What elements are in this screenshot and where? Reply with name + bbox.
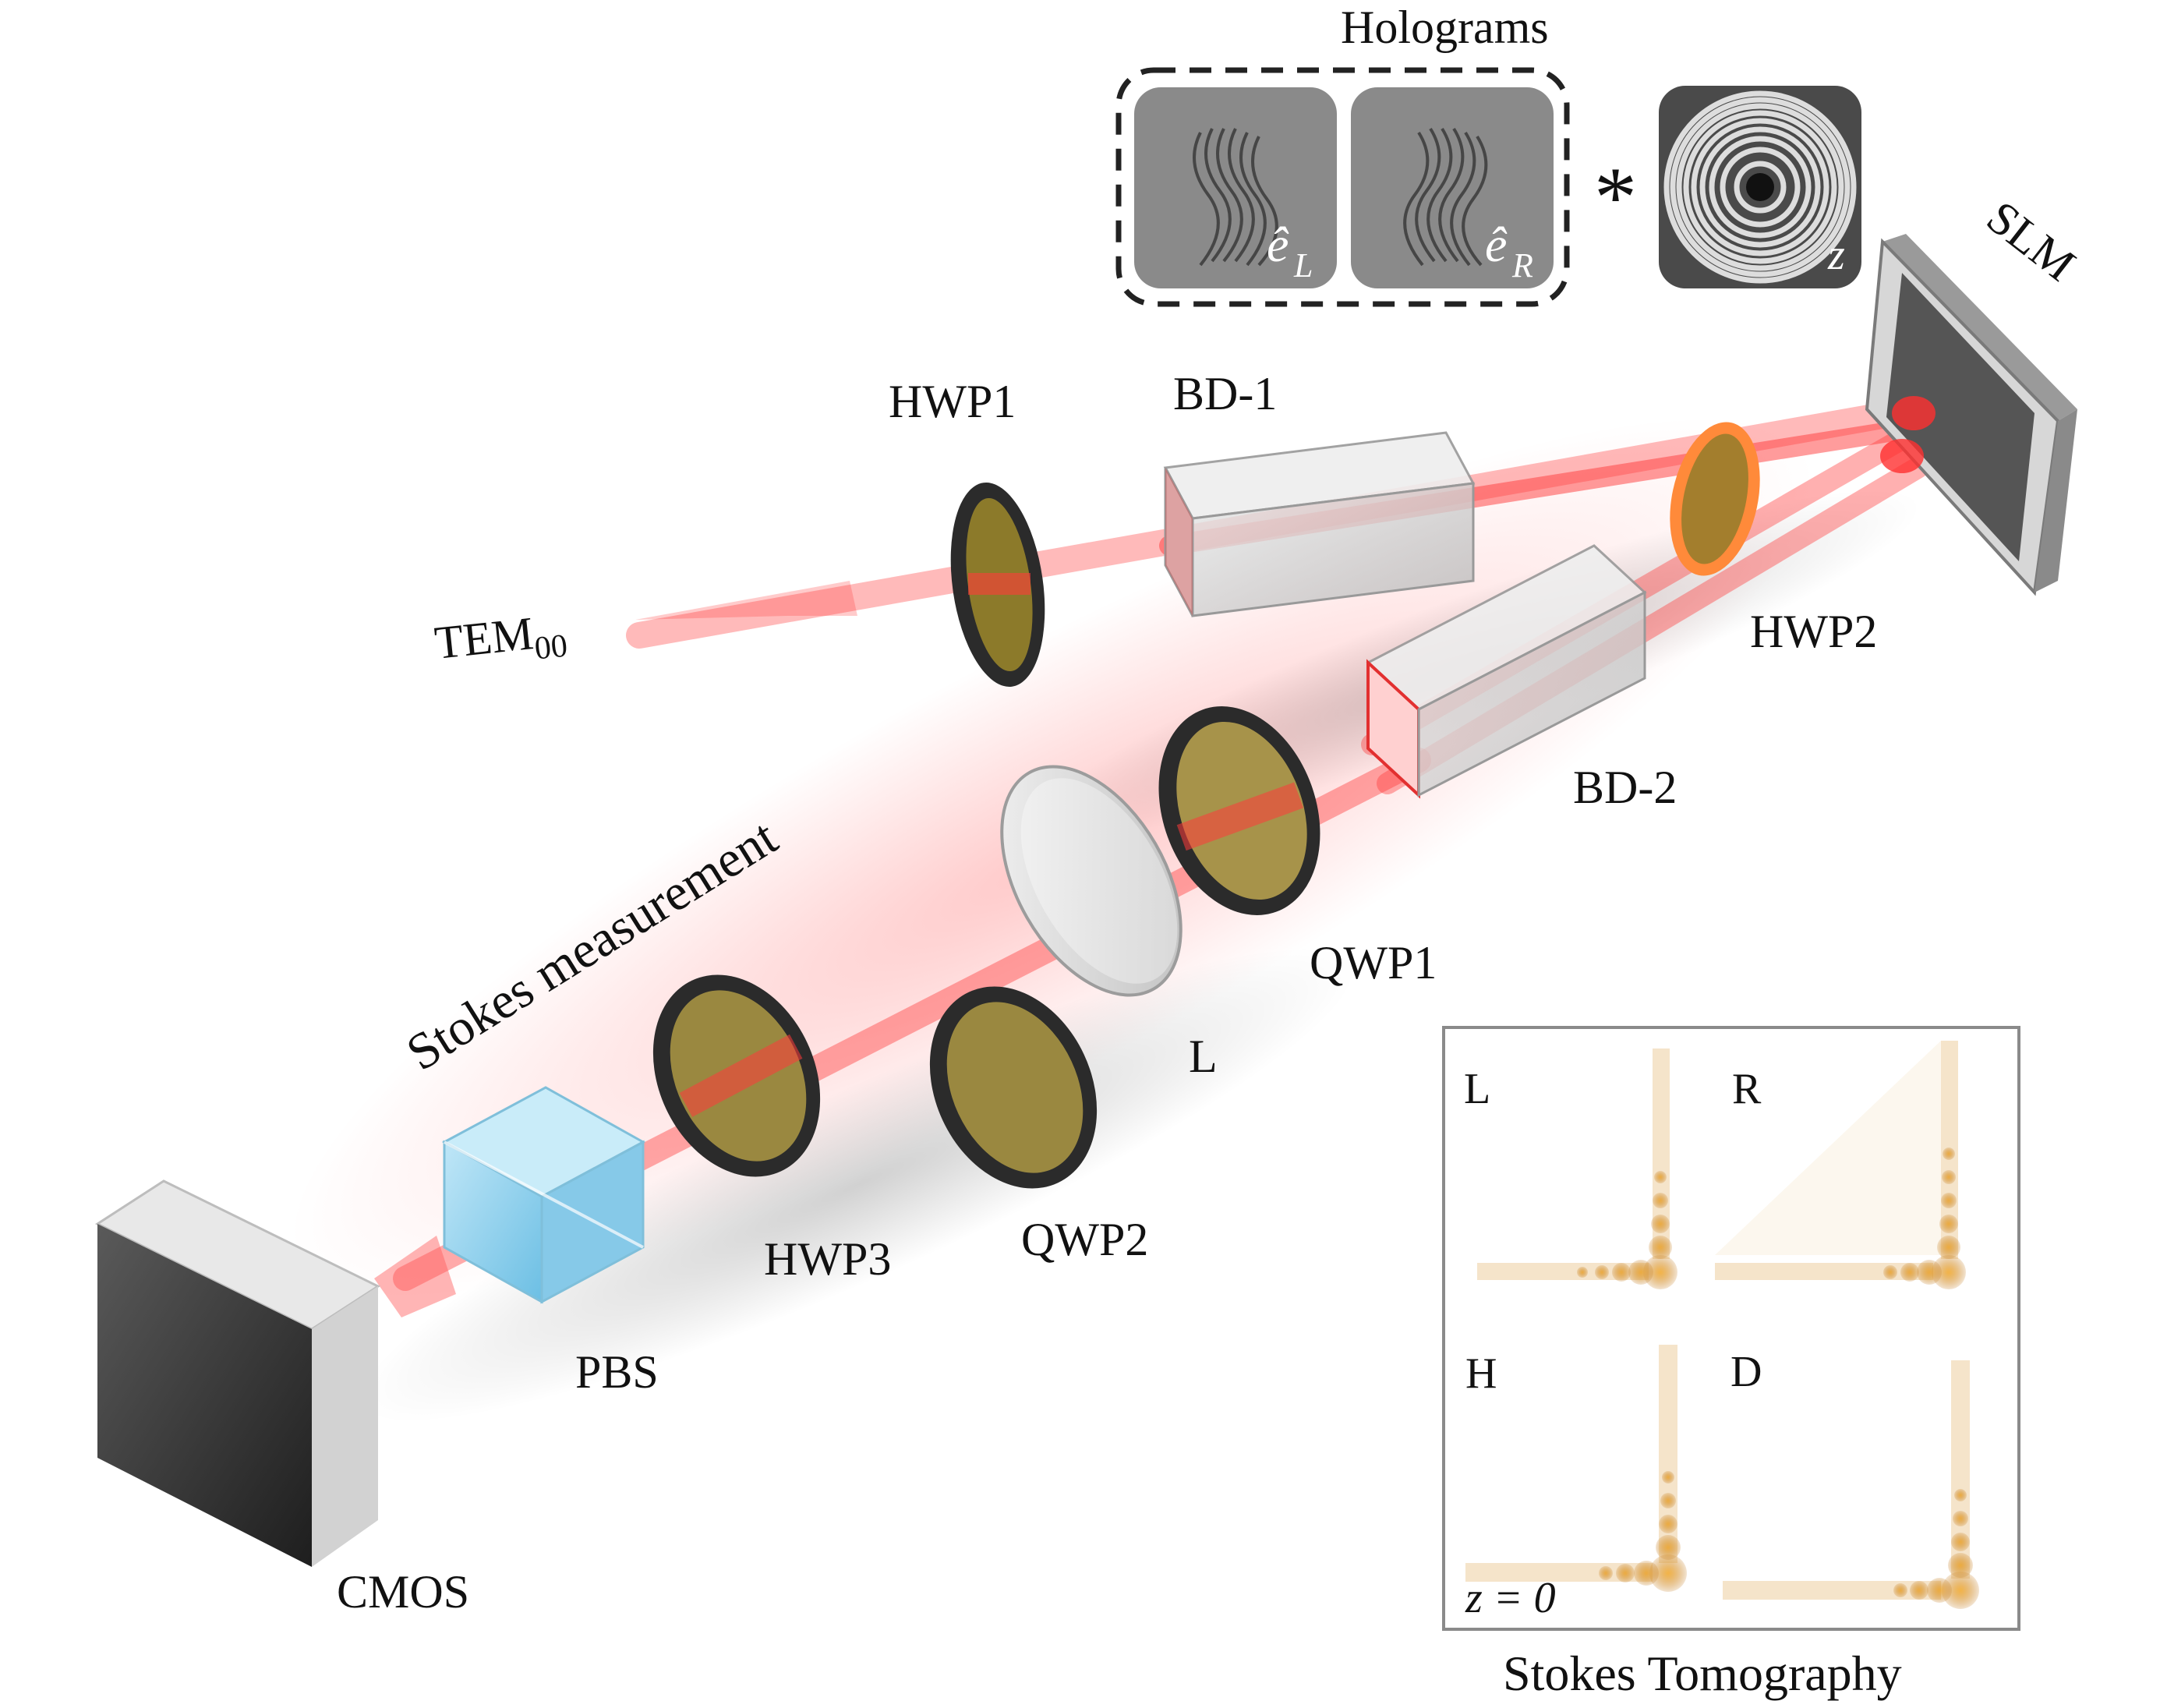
tomography-label-l: L: [1464, 1065, 1490, 1113]
floor-shadow: [357, 946, 1358, 1423]
lens-l: [1000, 765, 1183, 997]
holograms-title: Holograms: [1341, 2, 1549, 53]
tomography-z-note: z = 0: [1465, 1574, 1556, 1622]
hwp1-waveplate: [950, 483, 1045, 687]
bd2-beam-displacer: [1366, 544, 1647, 799]
tomography-panel-l: [1477, 1048, 1677, 1289]
hologram-letter: ê: [1485, 217, 1508, 272]
holograms-group: ê L ê R * z: [1115, 67, 1861, 307]
hwp3-label: HWP3: [764, 1233, 891, 1285]
tomography-panel-d: [1723, 1360, 1979, 1609]
tomography-label-d: D: [1730, 1348, 1762, 1396]
holograms-dashed-frame: [1115, 67, 1570, 307]
bd2-label: BD-2: [1573, 762, 1677, 813]
cmos-camera: [94, 1179, 381, 1567]
stokes-tomography-inset: L R H D z = 0: [1442, 1026, 2020, 1631]
hologram-letter: ê: [1267, 217, 1289, 272]
pbs-cube: [441, 1086, 646, 1304]
tomography-label-h: H: [1465, 1349, 1497, 1398]
input-beam-cone: [635, 581, 857, 620]
hologram-tile-lens: z: [1659, 86, 1861, 288]
tomography-label-r: R: [1732, 1065, 1762, 1113]
qwp1-label: QWP1: [1310, 937, 1437, 988]
hologram-tile-er: ê R: [1351, 87, 1554, 288]
qwp2-label: QWP2: [1021, 1214, 1148, 1265]
hologram-letter: z: [1827, 231, 1845, 279]
hologram-tile-el: ê L: [1134, 87, 1337, 288]
tomography-panel-h: [1465, 1345, 1687, 1592]
tem-label-main: TEM: [432, 607, 536, 669]
hologram-subscript: L: [1293, 246, 1313, 285]
output-beam-cone: [374, 1236, 456, 1317]
bd1-beam-displacer: [1163, 431, 1476, 617]
pbs-label: PBS: [575, 1346, 659, 1398]
lens-label: L: [1189, 1031, 1218, 1082]
slm-device: [1865, 234, 2077, 596]
hwp2-label: HWP2: [1750, 606, 1877, 657]
hwp1-label: HWP1: [889, 376, 1016, 427]
tem-label: TEM00: [432, 604, 569, 677]
bd1-label: BD-1: [1173, 368, 1277, 419]
hwp2-waveplate: [1670, 422, 1760, 576]
hologram-subscript: R: [1511, 246, 1533, 285]
cmos-label: CMOS: [337, 1566, 469, 1618]
hwp3-waveplate: [652, 974, 821, 1177]
tem-label-subscript: 00: [533, 628, 570, 667]
stokes-tomography-title: Stokes Tomography: [1503, 1646, 1902, 1701]
tomography-frame: [1442, 1026, 2020, 1631]
qwp1-waveplate: [1158, 706, 1320, 915]
convolution-symbol: *: [1594, 150, 1637, 245]
slm-label: SLM: [1978, 191, 2085, 291]
tomography-panel-r: [1715, 1041, 1966, 1289]
qwp2-waveplate: [929, 986, 1098, 1189]
